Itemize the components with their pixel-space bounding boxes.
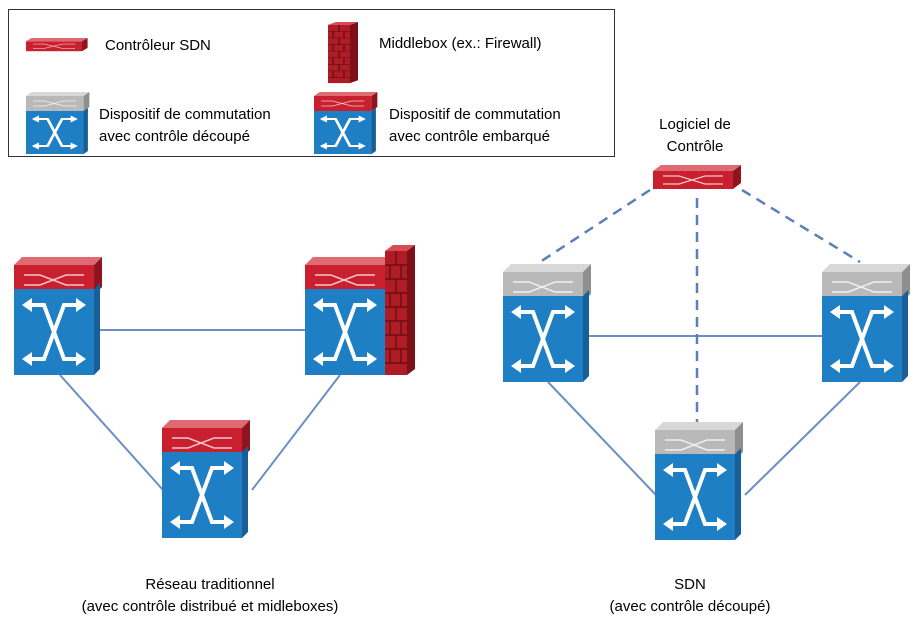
traditional-links	[59, 329, 341, 491]
traditional-caption-title: Réseau traditionnel	[145, 576, 275, 593]
legend-middlebox-label: Middlebox (ex.: Firewall)	[379, 35, 542, 52]
sdn-data-links	[547, 335, 861, 496]
sdn-control-links	[539, 188, 861, 425]
firewall-icon	[384, 244, 416, 376]
legend-split-switch-label-2: avec contrôle découpé	[99, 128, 250, 145]
switch-embedded-control-icon	[303, 256, 394, 377]
sdn-caption-subtitle: (avec contrôle découpé)	[609, 598, 771, 615]
switch-embedded-control-icon	[12, 256, 103, 377]
legend-split-switch-label-1: Dispositif de commutation	[99, 106, 271, 123]
switch-embedded-control-icon	[160, 419, 251, 540]
control-link-right	[741, 188, 861, 264]
legend-embedded-switch-label-2: avec contrôle embarqué	[389, 128, 550, 145]
sdn-caption-title: SDN	[674, 576, 706, 593]
legend-embedded-switch-label-1: Dispositif de commutation	[389, 106, 561, 123]
switch-split-control-icon	[501, 263, 592, 384]
link-sdn-left-bottom	[547, 381, 657, 496]
switch-split-control-icon	[653, 421, 744, 542]
link-right-bottom	[251, 374, 341, 491]
control-software-label-2: Contrôle	[666, 138, 724, 155]
switch-split-control-icon	[820, 263, 911, 384]
link-left-bottom	[59, 374, 164, 491]
controller-icon	[652, 164, 742, 190]
link-sdn-right-bottom	[744, 381, 861, 496]
control-software-label-1: Logiciel de	[659, 116, 731, 133]
traditional-caption-subtitle: (avec contrôle distribué et midleboxes)	[81, 598, 339, 615]
legend-box	[8, 9, 615, 157]
legend-sdn-controller-label: Contrôleur SDN	[105, 37, 211, 54]
control-link-left	[539, 188, 651, 264]
